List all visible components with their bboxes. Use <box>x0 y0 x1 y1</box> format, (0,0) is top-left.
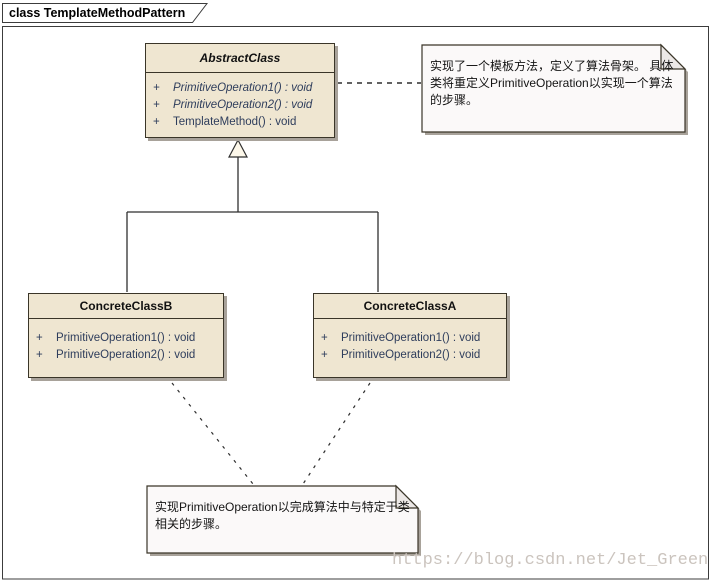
note-primitive-operation-text: 实现PrimitiveOperation以完成算法中与特定于类相关的步骤。 <box>155 500 410 531</box>
operation-signature: PrimitiveOperation1() : void <box>341 332 481 344</box>
notelink-concreteclassb[interactable] <box>171 382 254 485</box>
operation-row[interactable]: + PrimitiveOperation2() : void <box>321 347 500 364</box>
class-name: ConcreteClassA <box>363 299 457 313</box>
class-concreteclassa-operations: + PrimitiveOperation1() : void + Primiti… <box>314 319 506 364</box>
operation-row[interactable]: + PrimitiveOperation2() : void <box>153 97 328 114</box>
operation-signature: PrimitiveOperation2() : void <box>56 349 196 361</box>
diagram-frame-border <box>2 26 709 580</box>
class-name: AbstractClass <box>199 51 281 65</box>
note-primitive-operation[interactable] <box>146 485 419 554</box>
operation-row[interactable]: + PrimitiveOperation1() : void <box>36 330 217 347</box>
visibility-public-icon: + <box>153 82 160 94</box>
notelink-concreteclassa[interactable] <box>302 382 371 485</box>
class-concreteclassb-header: ConcreteClassB <box>29 294 223 319</box>
note-template-method-text: 实现了一个模板方法，定义了算法骨架。 具体类将重定义PrimitiveOpera… <box>430 59 674 107</box>
visibility-public-icon: + <box>321 332 328 344</box>
visibility-public-icon: + <box>36 332 43 344</box>
class-abstractclass-operations: + PrimitiveOperation1() : void + Primiti… <box>146 73 334 131</box>
note-template-method[interactable] <box>421 44 686 133</box>
operation-row[interactable]: + PrimitiveOperation1() : void <box>153 80 328 97</box>
class-abstractclass[interactable]: AbstractClass + PrimitiveOperation1() : … <box>145 43 335 138</box>
operation-row[interactable]: + PrimitiveOperation1() : void <box>321 330 500 347</box>
visibility-public-icon: + <box>153 99 160 111</box>
class-concreteclassb-operations: + PrimitiveOperation1() : void + Primiti… <box>29 319 223 364</box>
generalization-arrowhead-icon <box>228 138 248 158</box>
class-name: ConcreteClassB <box>79 299 173 313</box>
operation-row[interactable]: + TemplateMethod() : void <box>153 114 328 131</box>
watermark-url: https://blog.csdn.net/Jet_Green <box>392 551 709 570</box>
class-abstractclass-header: AbstractClass <box>146 44 334 73</box>
class-concreteclassb[interactable]: ConcreteClassB + PrimitiveOperation1() :… <box>28 293 224 378</box>
operation-signature: PrimitiveOperation1() : void <box>56 332 196 344</box>
generalization-connector[interactable] <box>126 157 379 292</box>
visibility-public-icon: + <box>321 349 328 361</box>
operation-signature: TemplateMethod() : void <box>173 116 297 128</box>
operation-signature: PrimitiveOperation2() : void <box>173 99 313 111</box>
note-bottom-fold-icon <box>395 484 420 509</box>
operation-row[interactable]: + PrimitiveOperation2() : void <box>36 347 217 364</box>
diagram-title: class TemplateMethodPattern <box>9 6 186 20</box>
note-top-fold-icon <box>660 43 687 70</box>
operation-signature: PrimitiveOperation2() : void <box>341 349 481 361</box>
diagram-tab-shape <box>2 3 209 23</box>
visibility-public-icon: + <box>153 116 160 128</box>
class-concreteclassa[interactable]: ConcreteClassA + PrimitiveOperation1() :… <box>313 293 507 378</box>
visibility-public-icon: + <box>36 349 43 361</box>
operation-signature: PrimitiveOperation1() : void <box>173 82 313 94</box>
class-concreteclassa-header: ConcreteClassA <box>314 294 506 319</box>
